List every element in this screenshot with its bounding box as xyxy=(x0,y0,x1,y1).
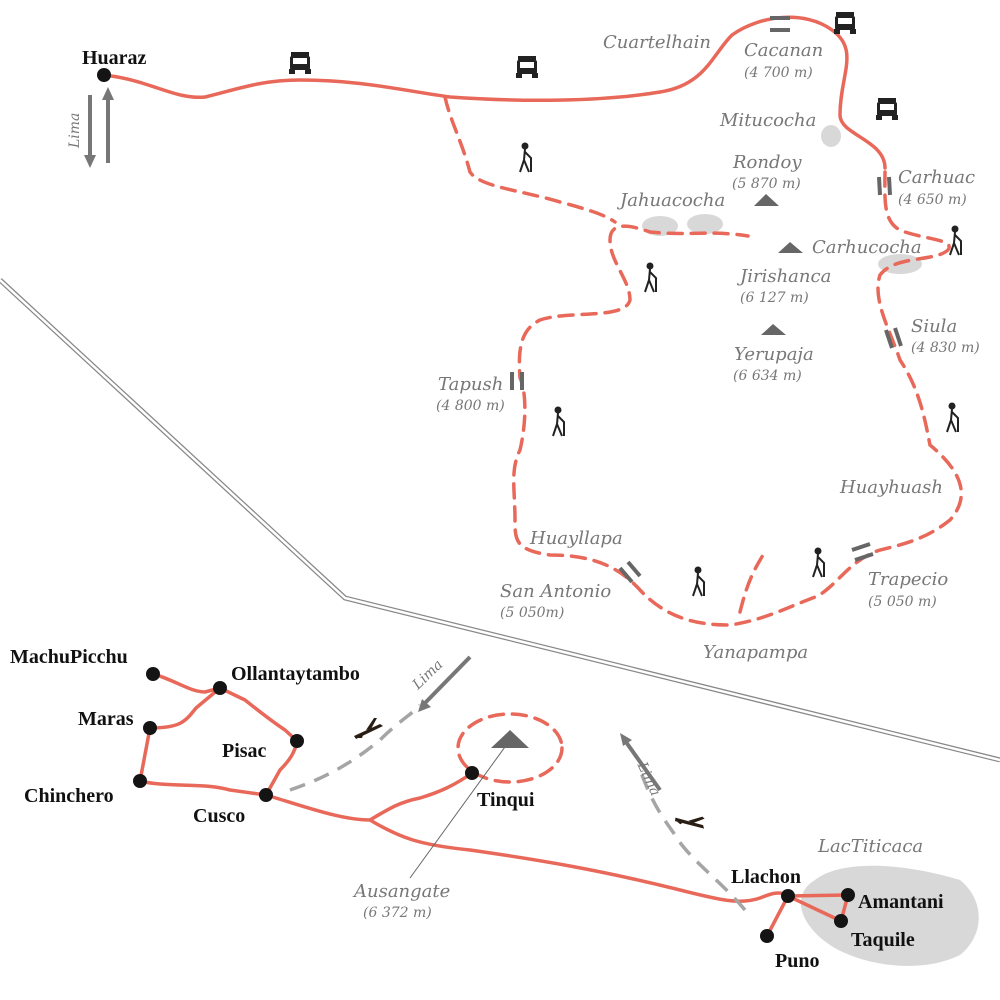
trek-branch-jahuacocha xyxy=(443,95,617,224)
town-pisac[interactable] xyxy=(290,734,304,748)
town-label-cusco: Cusco xyxy=(193,805,245,827)
hiker-icon xyxy=(949,225,962,256)
peak-rondoy-alt: (5 870 m) xyxy=(732,176,801,192)
peak-jirishanca-alt: (6 127 m) xyxy=(740,290,809,306)
town-label-ollantaytambo: Ollantaytambo xyxy=(231,663,360,685)
pass-carhuac: Carhuac xyxy=(898,167,975,188)
lima-label: Lima xyxy=(67,113,83,149)
town-amantani[interactable] xyxy=(841,888,855,902)
lake-titicaca-label: LacTiticaca xyxy=(817,836,923,857)
plane-icon xyxy=(673,803,710,839)
place-jahuacocha: Jahuacocha xyxy=(616,190,725,211)
hiker-icon xyxy=(946,402,959,433)
town-label-amantani: Amantani xyxy=(858,891,944,913)
hiker-icon xyxy=(644,262,657,293)
jeep-icon xyxy=(876,98,898,120)
pass-carhuac-alt: (4 650 m) xyxy=(898,192,967,208)
town-label-pisac: Pisac xyxy=(222,740,267,762)
place-mitucocha: Mitucocha xyxy=(719,110,816,131)
border-line xyxy=(0,278,1000,763)
peak-ausangate-icon xyxy=(491,730,529,748)
peak-yerupaja: Yerupaja xyxy=(734,344,814,365)
hiker-icon xyxy=(552,406,565,437)
pass-cacanan-alt: (4 700 m) xyxy=(744,65,813,81)
flight-lima-cusco xyxy=(289,703,422,792)
peak-rondoy-icon xyxy=(754,194,779,206)
town-machupicchu[interactable] xyxy=(146,667,160,681)
place-huayllapa: Huayllapa xyxy=(529,528,623,549)
town-label-puno: Puno xyxy=(775,950,819,972)
hiker-icon xyxy=(692,566,705,597)
town-label-huaraz: Huaraz xyxy=(82,47,147,69)
town-label-maras: Maras xyxy=(78,708,134,730)
town-maras[interactable] xyxy=(143,721,157,735)
town-taquile[interactable] xyxy=(834,914,848,928)
town-llachon[interactable] xyxy=(781,889,795,903)
hiker-icon xyxy=(812,547,825,578)
pass-san-antonio-alt: (5 050m) xyxy=(500,605,564,621)
jeep-icon xyxy=(289,52,311,74)
town-label-taquile: Taquile xyxy=(851,929,915,951)
town-puno[interactable] xyxy=(760,929,774,943)
town-label-machupicchu: MachuPicchu xyxy=(10,646,128,668)
pass-tapush-alt: (4 800 m) xyxy=(436,398,505,414)
peak-rondoy: Rondoy xyxy=(732,152,802,173)
town-label-chinchero: Chinchero xyxy=(24,785,114,807)
jeep-icon xyxy=(516,56,538,78)
peak-jirishanca: Jirishanca xyxy=(736,266,831,287)
town-cusco[interactable] xyxy=(259,788,273,802)
town-huaraz[interactable] xyxy=(97,68,111,82)
peak-jirishanca-icon xyxy=(778,242,803,253)
jeep-icon xyxy=(834,12,856,34)
hiker-icon xyxy=(519,142,532,173)
peak-ausangate-alt: (6 372 m) xyxy=(363,905,432,921)
town-chinchero[interactable] xyxy=(133,774,147,788)
pass-trapecio: Trapecio xyxy=(868,569,948,590)
road-sacred-valley xyxy=(138,672,299,797)
pass-siula-alt: (4 830 m) xyxy=(911,340,980,356)
pass-trapecio-alt: (5 050 m) xyxy=(868,594,937,610)
pass-san-antonio: San Antonio xyxy=(500,581,611,602)
place-carhucocha: Carhucocha xyxy=(812,237,922,258)
lake-mitucocha xyxy=(821,125,841,147)
town-tinqui[interactable] xyxy=(465,766,479,780)
town-label-tinqui: Tinqui xyxy=(477,789,535,811)
ausangate-pointer xyxy=(409,739,511,879)
plane-icon xyxy=(354,718,383,739)
town-label-llachon: Llachon xyxy=(731,866,801,888)
town-markers xyxy=(133,667,855,943)
place-huayhuash: Huayhuash xyxy=(839,477,943,498)
lima-label-puno: Lima xyxy=(633,759,663,799)
lima-arrows-icon xyxy=(84,87,114,168)
pass-cacanan: Cacanan xyxy=(744,40,823,61)
peak-yerupaja-alt: (6 634 m) xyxy=(733,368,802,384)
flight-lima-puno xyxy=(638,769,747,912)
lima-arrow-icon xyxy=(418,655,662,792)
place-cuartelhain: Cuartelhain xyxy=(603,32,711,53)
road-huaraz-cacanan xyxy=(102,15,887,170)
place-yanapampa: Yanapampa xyxy=(703,642,808,663)
peak-yerupaja-icon xyxy=(761,324,786,335)
town-ollantaytambo[interactable] xyxy=(213,681,227,695)
pass-marker-icon xyxy=(510,16,903,584)
trek-ausangate-loop xyxy=(456,712,564,784)
pass-siula: Siula xyxy=(911,316,957,337)
trek-main xyxy=(512,170,964,627)
pass-tapush: Tapush xyxy=(438,374,503,395)
peak-ausangate: Ausangate xyxy=(352,881,450,902)
